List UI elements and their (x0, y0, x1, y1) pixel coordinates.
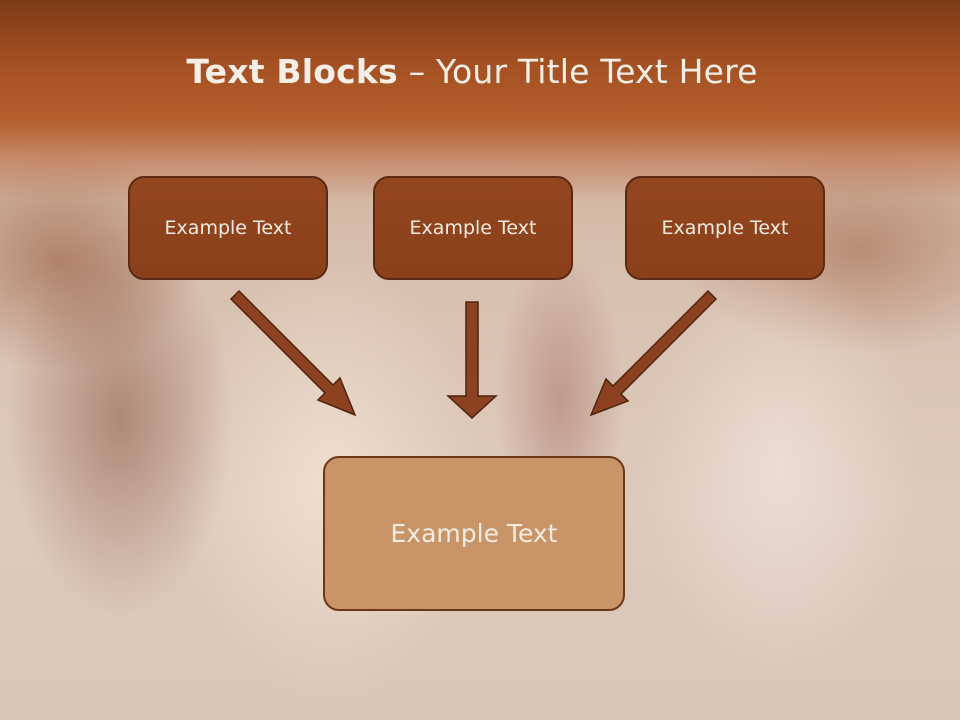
text-block-right[interactable]: Example Text (625, 176, 825, 280)
text-block-center-label: Example Text (409, 217, 537, 239)
result-block-label: Example Text (390, 519, 558, 548)
title-rest: Your Title Text Here (435, 52, 758, 91)
title-bold: Text Blocks (186, 52, 398, 91)
title-separator: – (397, 52, 436, 91)
arrow-right (589, 289, 718, 417)
arrow-left (229, 289, 357, 417)
text-block-left[interactable]: Example Text (128, 176, 328, 280)
result-block[interactable]: Example Text (323, 456, 625, 611)
text-block-center[interactable]: Example Text (373, 176, 573, 280)
arrow-center (446, 301, 498, 420)
text-block-left-label: Example Text (164, 217, 292, 239)
title-band (0, 0, 960, 200)
text-block-right-label: Example Text (661, 217, 789, 239)
slide-title[interactable]: Text Blocks – Your Title Text Here (0, 52, 944, 91)
